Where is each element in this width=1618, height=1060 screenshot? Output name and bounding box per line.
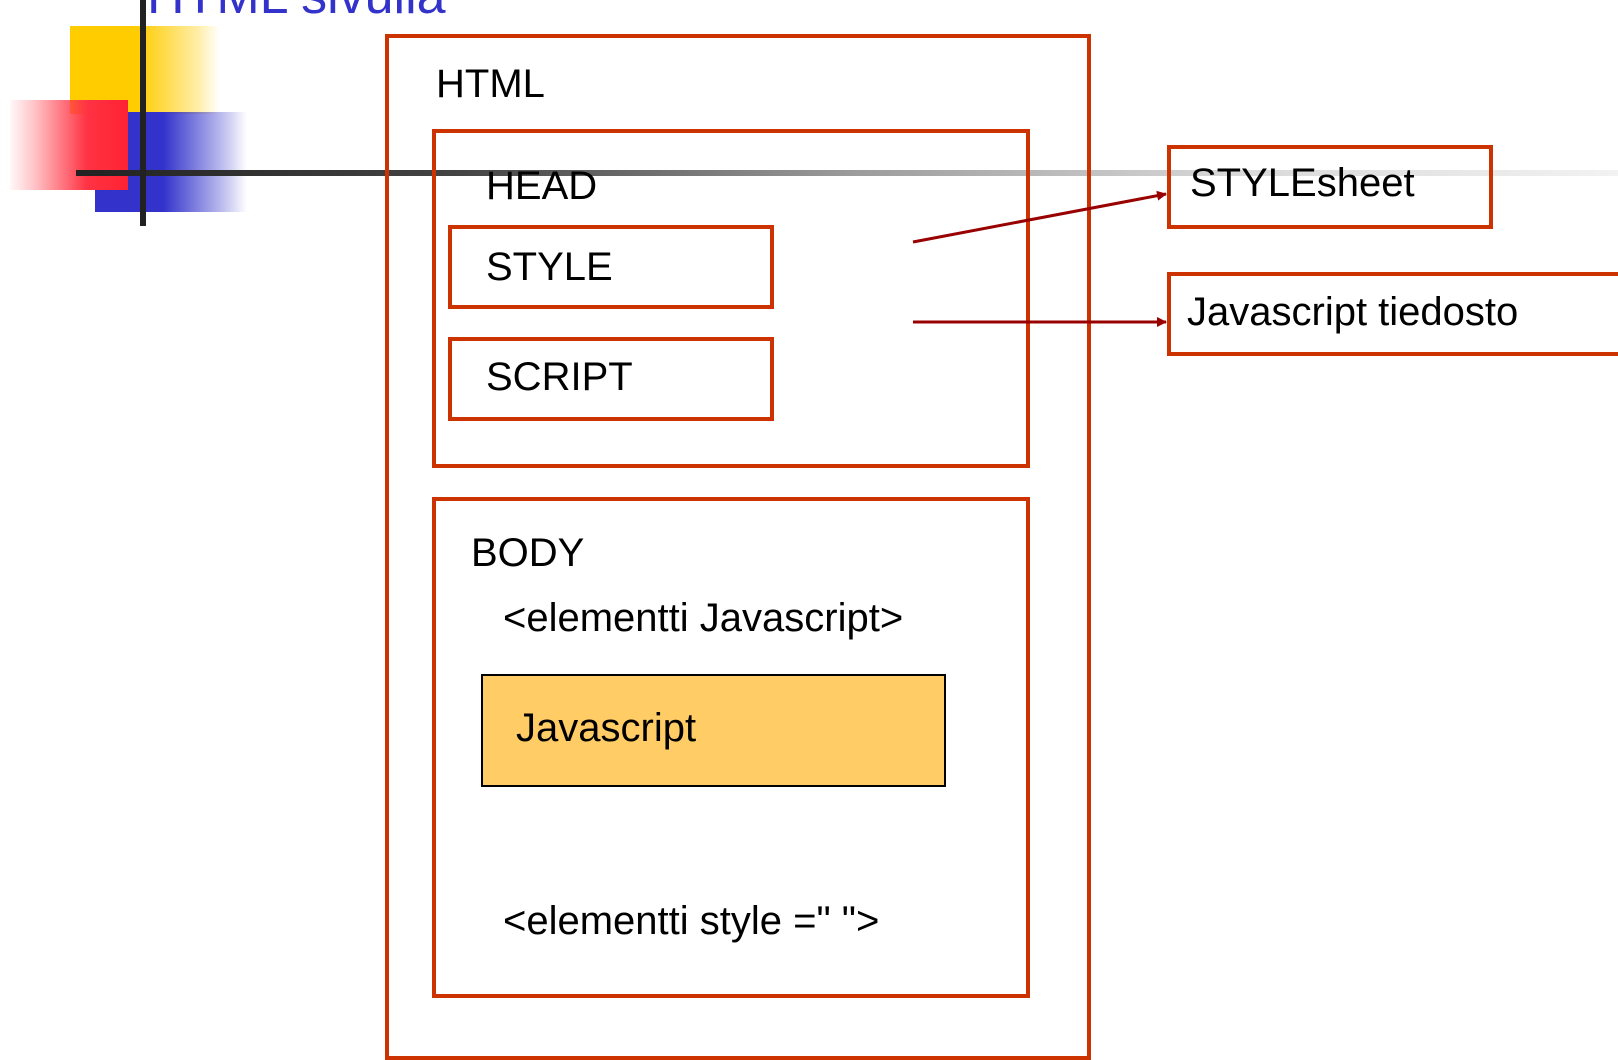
html-label: HTML <box>436 62 545 106</box>
head-box <box>432 129 1030 468</box>
javascript-file-box <box>1167 272 1618 356</box>
head-label: HEAD <box>486 164 598 208</box>
body-label: BODY <box>471 531 585 575</box>
javascript-block-label: Javascript <box>516 706 697 750</box>
script-label: SCRIPT <box>486 355 633 399</box>
body-box <box>432 497 1030 998</box>
stylesheet-label: STYLEsheet <box>1190 161 1415 205</box>
script-box <box>448 337 774 421</box>
javascript-file-label: Javascript tiedosto <box>1187 290 1519 334</box>
slide-title: HTML sivulla <box>147 0 446 26</box>
style-to-stylesheet-arrow <box>912 190 1167 244</box>
style-box <box>448 225 774 309</box>
body-style-element-text: <elementti style =" "> <box>503 899 880 943</box>
stylesheet-box <box>1167 145 1493 229</box>
style-label: STYLE <box>486 245 613 289</box>
html-box <box>385 34 1091 1060</box>
decorative-horizontal-line <box>76 170 1618 176</box>
body-javascript-element-text: <elementti Javascript> <box>503 596 904 640</box>
decorative-vertical-line <box>140 0 146 226</box>
javascript-block <box>481 674 946 787</box>
